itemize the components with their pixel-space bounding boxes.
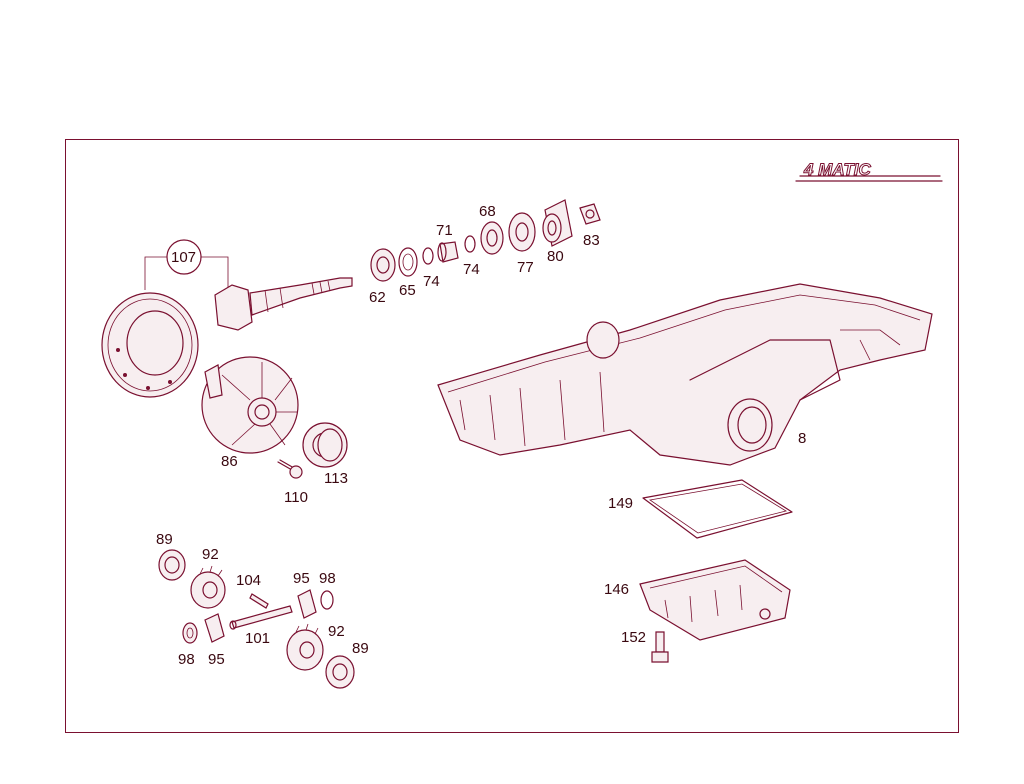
ring-65[interactable]: 65: [398, 247, 418, 299]
washer-98b[interactable]: 98: [178, 622, 198, 668]
differential-housing[interactable]: 86: [201, 356, 299, 470]
ring-gear[interactable]: [101, 292, 199, 398]
label-74-b: 74: [463, 261, 480, 278]
bearing-68[interactable]: 68: [479, 203, 504, 255]
label-71: 71: [436, 222, 453, 239]
sleeve-71[interactable]: 71: [436, 222, 459, 263]
label-8: 8: [798, 430, 806, 447]
label-92-a: 92: [202, 546, 219, 563]
label-62: 62: [369, 289, 386, 306]
bearing-62[interactable]: 62: [369, 248, 396, 306]
pin-104[interactable]: 104: [236, 572, 269, 609]
bolt-110[interactable]: 110: [277, 459, 308, 506]
pinion-gear-95a[interactable]: 95: [293, 570, 317, 619]
washer-89b[interactable]: 89: [325, 640, 369, 689]
gasket-149[interactable]: 149: [608, 479, 793, 539]
washer-89a[interactable]: 89: [156, 531, 186, 581]
diagram-frame: [65, 139, 959, 733]
seal-77[interactable]: 77: [508, 212, 536, 276]
label-74-a: 74: [423, 273, 440, 290]
label-89-b: 89: [352, 640, 369, 657]
shaft-101[interactable]: 101: [229, 605, 293, 647]
side-gear-92b[interactable]: 92: [286, 623, 345, 671]
label-152: 152: [621, 629, 646, 646]
label-104: 104: [236, 572, 261, 589]
label-86: 86: [221, 453, 238, 470]
drain-plug-152[interactable]: 152: [621, 629, 669, 663]
transfer-case-housing[interactable]: 8: [437, 283, 933, 466]
label-65: 65: [399, 282, 416, 299]
pinion-gear-95b[interactable]: 95: [204, 613, 225, 668]
bearing-113[interactable]: 113: [302, 422, 348, 487]
svg-text:4 MATIC: 4 MATIC: [803, 160, 871, 179]
label-149: 149: [608, 495, 633, 512]
label-98-b: 98: [178, 651, 195, 668]
flange-80[interactable]: 80: [542, 199, 573, 265]
nut-83[interactable]: 83: [579, 203, 601, 249]
label-101: 101: [245, 630, 270, 647]
label-107: 107: [171, 249, 196, 266]
label-110: 110: [284, 489, 308, 506]
side-gear-92a[interactable]: 92: [190, 546, 226, 609]
label-68: 68: [479, 203, 496, 220]
label-83: 83: [583, 232, 600, 249]
washer-74a[interactable]: 74: [422, 247, 440, 290]
label-95-b: 95: [208, 651, 225, 668]
label-89-a: 89: [156, 531, 173, 548]
washer-98a[interactable]: 98: [319, 570, 336, 610]
label-146: 146: [604, 581, 629, 598]
pinion-shaft[interactable]: [214, 277, 353, 331]
label-77: 77: [517, 259, 534, 276]
label-80: 80: [547, 248, 564, 265]
washer-74b[interactable]: 74: [463, 235, 480, 278]
label-113: 113: [324, 470, 348, 487]
4matic-logo: 4 MATIC: [795, 160, 943, 182]
label-92-b: 92: [328, 623, 345, 640]
label-98-a: 98: [319, 570, 336, 587]
callout-107[interactable]: 107: [144, 239, 229, 290]
label-95-a: 95: [293, 570, 310, 587]
oil-pan-146[interactable]: 146: [604, 559, 791, 641]
